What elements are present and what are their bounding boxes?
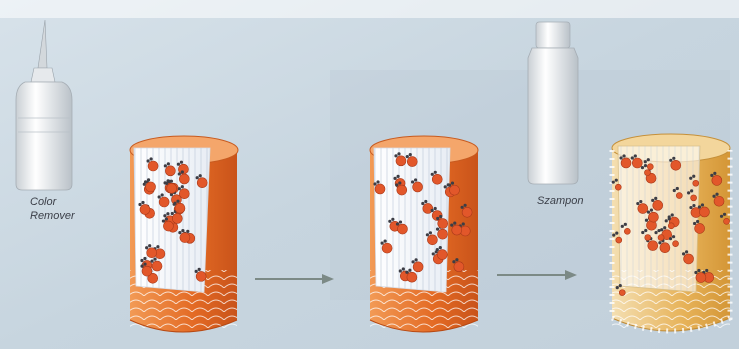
color-remover-label-line2: Remover: [30, 209, 75, 223]
color-remover-label: Color Remover: [30, 195, 75, 223]
shampoo-label: Szampon: [537, 194, 583, 208]
color-remover-label-line1: Color: [30, 195, 75, 209]
